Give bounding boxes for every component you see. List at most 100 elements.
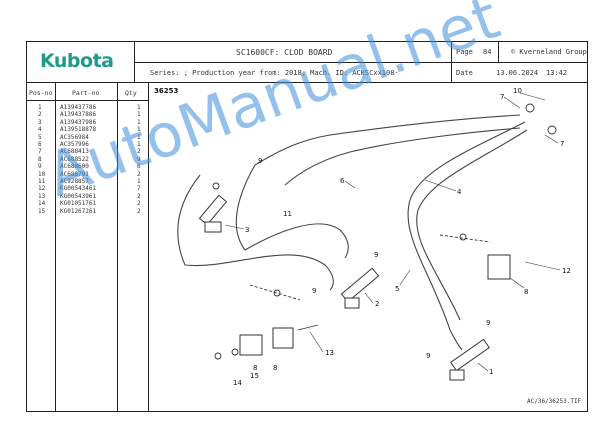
table-cell-qty: 2 — [137, 207, 141, 215]
table-cell-part: AC688413 — [60, 148, 89, 156]
col-pos-no: Pos-no — [29, 89, 53, 97]
table-cell-part: AC357996 — [60, 141, 89, 149]
table-cell-qty: 9 — [137, 155, 141, 163]
table-cell-part: AC356984 — [60, 133, 89, 141]
fitting-9-lower — [273, 289, 281, 297]
table-cell-part: A139437886 — [60, 111, 97, 119]
table-cell-pos: 2 — [38, 111, 42, 119]
series-line: Series: ; Production year from: 2018; Ma… — [150, 69, 399, 77]
series-divider — [134, 62, 588, 63]
table-cell-part: KG00543961 — [60, 192, 97, 200]
hose-6 — [235, 164, 349, 259]
drawing-frame — [26, 41, 588, 412]
table-right-edge — [148, 82, 149, 412]
table-cell-part: A139518878 — [60, 126, 97, 134]
callout-5: 5 — [395, 285, 399, 293]
logo-divider — [134, 41, 135, 82]
callout-6: 6 — [340, 177, 345, 185]
callout-7b: 7 — [560, 140, 564, 148]
table-cell-qty: 1 — [137, 111, 141, 119]
table-cell-pos: 7 — [38, 148, 42, 156]
callout-4: 4 — [457, 188, 462, 196]
page-number: 84 — [483, 48, 492, 56]
washer-15 — [231, 348, 239, 356]
callout-8a: 8 — [524, 288, 528, 296]
table-cell-part: AC928857 — [60, 178, 89, 186]
callout-14: 14 — [233, 379, 242, 387]
callout-9b: 9 — [374, 251, 378, 259]
table-cell-pos: 8 — [38, 155, 42, 163]
table-cell-part: AC688600 — [60, 163, 89, 171]
page-label: Page — [456, 48, 473, 56]
table-cell-pos: 12 — [38, 185, 46, 193]
table-cell-pos: 15 — [38, 207, 46, 215]
table-cell-pos: 14 — [38, 200, 46, 208]
table-cell-part: KG00543461 — [60, 185, 97, 193]
table-col-divider-2 — [117, 82, 118, 412]
time-value: 13:42 — [546, 69, 568, 77]
callout-13: 13 — [325, 349, 334, 357]
hose-4 — [254, 114, 521, 166]
diagram-id: 36253 — [154, 87, 179, 95]
callout-1: 1 — [489, 368, 493, 376]
table-cell-pos: 13 — [38, 192, 46, 200]
table-cell-pos: 3 — [38, 118, 42, 126]
cylinder-2-block — [344, 297, 360, 309]
callout-15: 15 — [250, 372, 259, 380]
page-cell-divider — [451, 41, 452, 82]
hose-5b — [416, 129, 528, 321]
valve-8a — [239, 334, 263, 356]
table-cell-pos: 1 — [38, 104, 42, 111]
table-cell-qty: 1 — [137, 133, 141, 141]
table-cell-qty: 1 — [137, 141, 141, 149]
table-cell-part: A139437786 — [60, 104, 97, 111]
valve-8c — [487, 254, 511, 280]
table-cell-qty: 1 — [137, 178, 141, 186]
callout-9a: 9 — [258, 157, 262, 165]
nut-14 — [214, 352, 222, 360]
date-label: Date — [456, 69, 473, 77]
callout-9e: 9 — [426, 352, 430, 360]
valve-8b — [272, 327, 294, 349]
table-cell-part: A139437986 — [60, 118, 97, 126]
cylinder-3-block — [204, 221, 222, 233]
table-cell-part: AC688791 — [60, 170, 89, 178]
table-cell-qty: 2 — [137, 192, 141, 200]
col-part-no: Part-no — [72, 89, 100, 97]
callout-3: 3 — [245, 226, 249, 234]
table-cell-qty: 6 — [137, 163, 141, 171]
table-cell-qty: 1 — [137, 118, 141, 126]
cylinder-1-body — [450, 338, 490, 372]
table-cell-pos: 5 — [38, 133, 42, 141]
table-cell-pos: 4 — [38, 126, 42, 134]
table-cell-part: AC688522 — [60, 155, 89, 163]
table-cell-pos: 6 — [38, 141, 42, 149]
callout-8c: 8 — [273, 364, 277, 372]
callout-12: 12 — [562, 267, 571, 275]
table-cell-qty: 7 — [137, 185, 141, 193]
table-cell-pos: 11 — [38, 178, 46, 186]
table-cell-part: KG01051761 — [60, 200, 97, 208]
table-cell-qty: 2 — [137, 170, 141, 178]
table-cell-pos: 9 — [38, 163, 42, 171]
fitting-10a — [525, 103, 535, 113]
callout-7a: 7 — [500, 93, 504, 101]
kubota-logo: Kubota — [40, 50, 114, 72]
fitting-9-mid — [459, 233, 467, 241]
callout-9d: 9 — [486, 319, 490, 327]
callout-2: 2 — [375, 300, 379, 308]
cylinder-2-body — [340, 267, 380, 303]
fitting-9-top — [212, 182, 220, 190]
callout-11: 11 — [283, 210, 292, 218]
hose-4b — [284, 127, 521, 186]
hose-11 — [177, 174, 334, 291]
document-title: SC1600CF: CLOD BOARD — [236, 48, 333, 57]
table-header-divider — [26, 100, 148, 101]
header-divider — [26, 82, 588, 83]
fitting-10b — [547, 125, 557, 135]
table-col-divider-1 — [55, 82, 56, 412]
